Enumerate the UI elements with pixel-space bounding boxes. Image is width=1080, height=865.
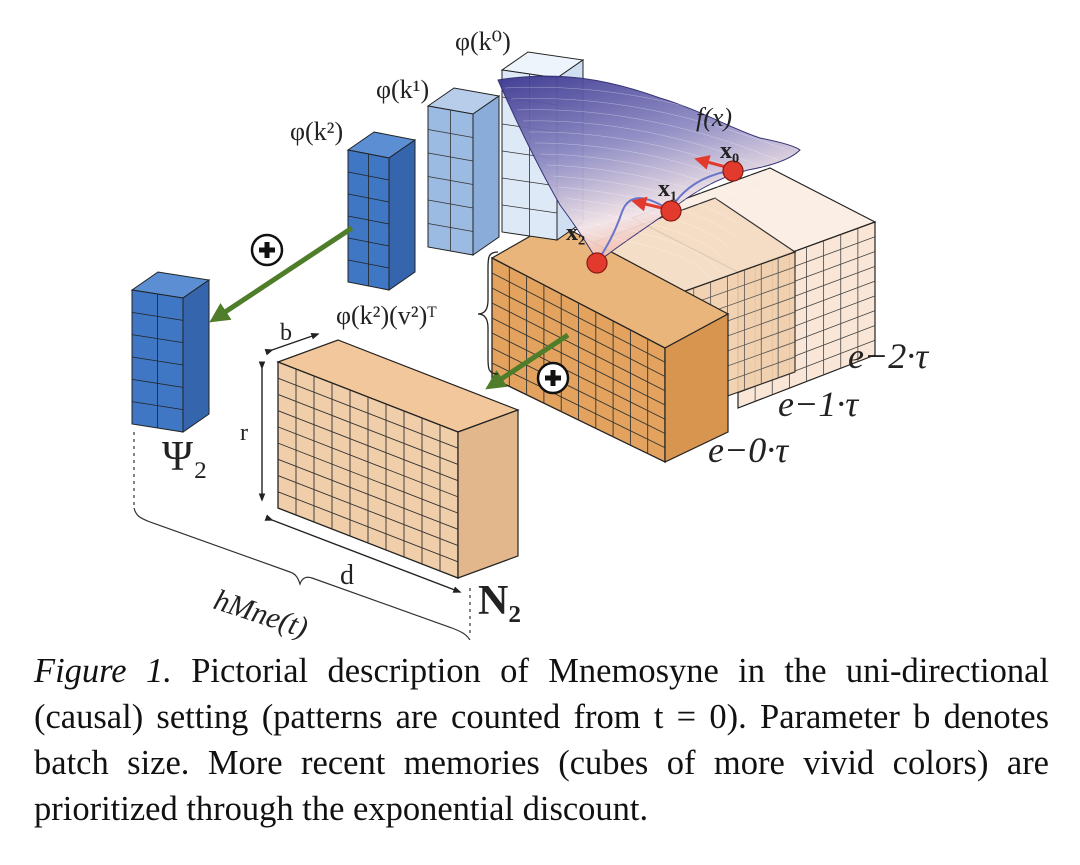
- grid-line: [131, 356, 184, 366]
- mesh-line: [576, 219, 719, 271]
- grid-line: [277, 410, 459, 482]
- memory-blocks: [490, 167, 877, 464]
- psi2-block: [130, 271, 211, 433]
- caption-text: Pictorial description of Mnemosyne in th…: [34, 652, 1049, 828]
- grid-line: [277, 426, 459, 498]
- mesh-line: [540, 153, 755, 205]
- grid-line: [347, 259, 390, 269]
- mesh-line: [546, 164, 749, 216]
- figure-caption: Figure 1. Pictorial description of Mnemo…: [34, 648, 1049, 832]
- grid-line: [427, 199, 474, 209]
- grid-line: [491, 272, 666, 363]
- label-b: b: [280, 320, 292, 346]
- add-arrow-key: [209, 225, 354, 323]
- trajectory: [586, 155, 744, 274]
- grid-line: [427, 152, 474, 162]
- b-dimension: [264, 333, 320, 356]
- loss-surface-f-x: [497, 75, 801, 282]
- label-d: d: [340, 560, 354, 591]
- grid-line: [501, 204, 558, 214]
- grid-line: [277, 394, 459, 465]
- label-phi-k2: φ(k²): [290, 117, 343, 146]
- grid-line: [501, 177, 558, 187]
- label-x0: x₀: [720, 138, 739, 164]
- point-x2: [586, 252, 608, 274]
- grid-line: [491, 317, 666, 406]
- grid-line: [491, 347, 666, 434]
- plus-circle-icon: [536, 361, 570, 395]
- label-discount-2: e−2·τ: [848, 336, 929, 376]
- point-x1: [660, 200, 682, 222]
- grid-line: [491, 302, 666, 392]
- brace: [477, 251, 499, 375]
- grid-line: [427, 176, 474, 185]
- point-x0: [722, 160, 744, 182]
- grid-line: [491, 332, 666, 420]
- grid-line: [491, 362, 666, 449]
- grid-line: [131, 401, 184, 411]
- d-dimension: [264, 514, 462, 593]
- label-discount-1: e−1·τ: [778, 384, 859, 424]
- mesh-line: [552, 175, 743, 227]
- h-mne-bracket: [133, 432, 471, 640]
- grid-line: [491, 287, 666, 377]
- mesh-line: [504, 86, 791, 139]
- grid-line: [347, 171, 390, 181]
- label-h-mne: hMne(t): [210, 583, 312, 640]
- phi-k1-block: [426, 87, 501, 256]
- mesh-line: [582, 230, 713, 282]
- grid-line: [277, 442, 459, 514]
- grid-line: [427, 129, 474, 138]
- memory-block-e-minus-0: [490, 221, 730, 464]
- grid-line: [131, 378, 184, 388]
- label-f-x: f(x): [696, 103, 732, 132]
- n2-block: [276, 339, 520, 579]
- grid-line: [427, 223, 474, 232]
- mesh-line: [522, 120, 773, 172]
- label-psi2: Ψ₂: [162, 434, 208, 480]
- label-discount-0: e−0·τ: [708, 430, 789, 470]
- label-x2: x₂: [566, 220, 585, 246]
- label-phi-k0: φ(k⁰): [455, 27, 511, 56]
- grid-line: [347, 237, 390, 247]
- mnemosyne-diagram: φ(k⁰) φ(k¹) φ(k²) f(x) x₀ x₁ x₂ φ(k²)(v²…: [130, 27, 929, 640]
- grid-line: [131, 311, 184, 321]
- phi-k2-block: [346, 131, 417, 291]
- mesh-line: [510, 98, 785, 150]
- caption-figure-label: Figure 1.: [34, 652, 172, 690]
- label-phi-k1: φ(k¹): [376, 75, 429, 104]
- grid-line: [347, 215, 390, 225]
- grid-line: [347, 193, 390, 203]
- label-r: r: [240, 420, 248, 446]
- add-arrow-memory: [485, 332, 570, 390]
- label-n2: N₂: [478, 578, 521, 624]
- label-x1: x₁: [658, 176, 677, 202]
- plus-circle-icon: [250, 233, 284, 267]
- grid-line: [131, 334, 184, 344]
- label-phi-k2-v2: φ(k²)(v²)ᵀ: [336, 301, 437, 330]
- mesh-line: [570, 208, 725, 260]
- grid-line: [277, 377, 459, 449]
